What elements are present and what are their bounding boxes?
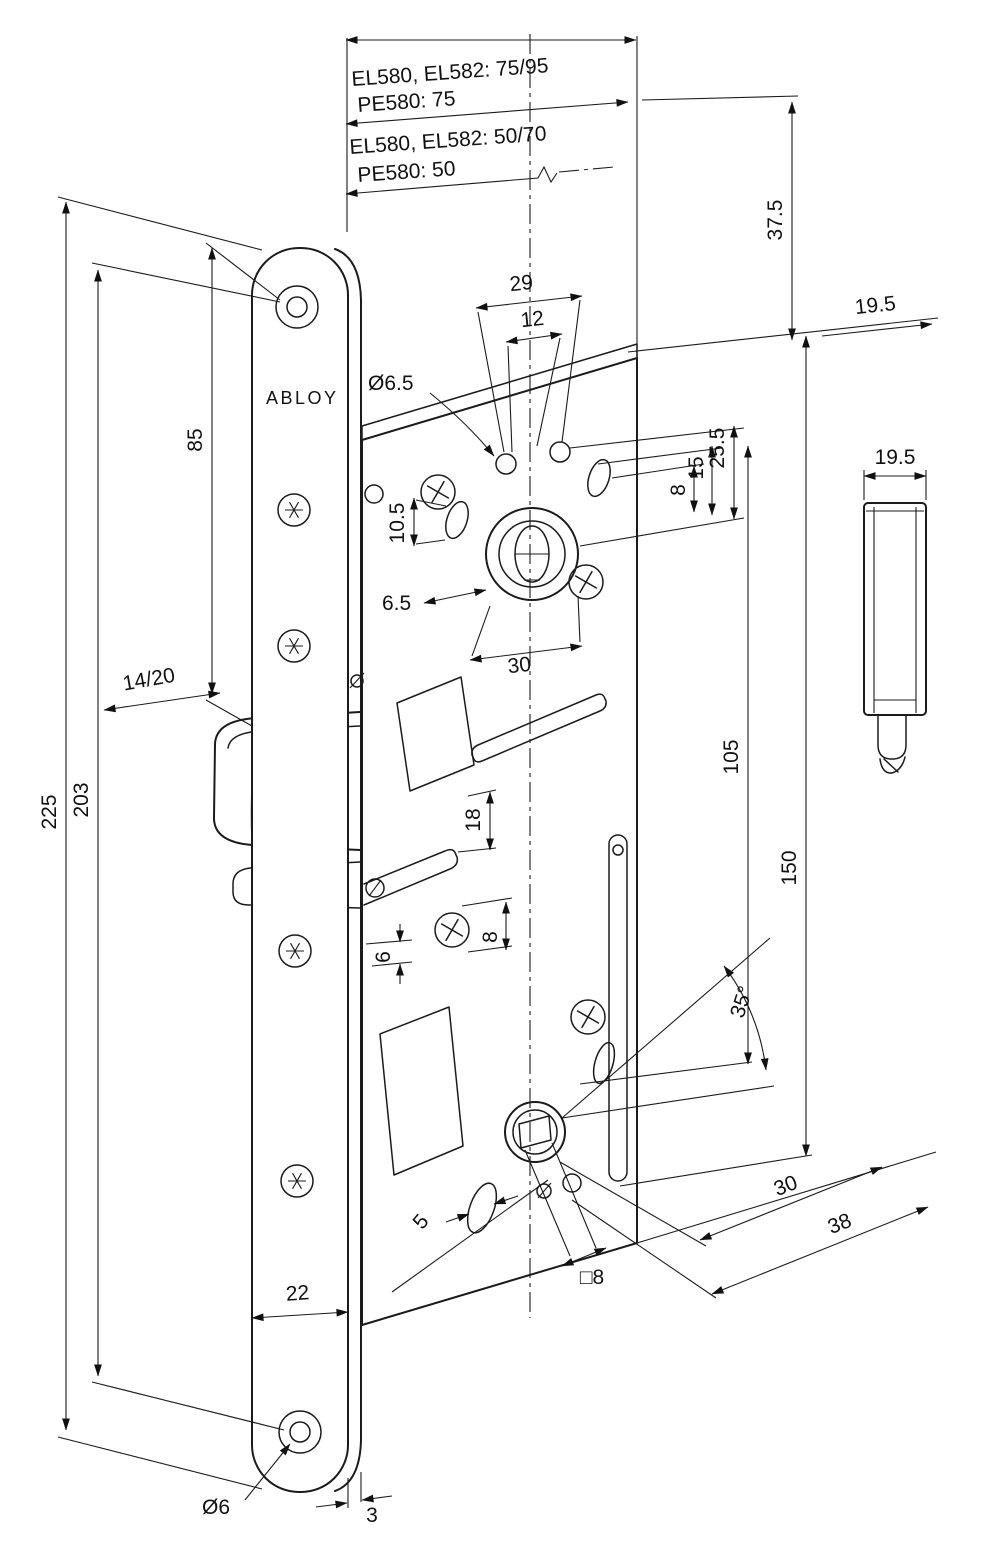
lower-cutout xyxy=(379,1006,464,1176)
dimension-case-top: 37.5 xyxy=(641,95,799,341)
lock-case xyxy=(349,343,638,1326)
dim-label-3: 3 xyxy=(366,1504,378,1527)
backset-label-3: EL580, EL582: 50/70 xyxy=(349,122,547,159)
oblong-hole-lower xyxy=(592,1041,616,1085)
centerlines xyxy=(346,34,939,1318)
oblong-hole-right xyxy=(587,458,611,498)
dimension-spindle-offsets: 30 38 xyxy=(559,1151,937,1299)
dimension-spindle-square: □8 xyxy=(524,1142,607,1289)
dim-label-dia6: Ø6 xyxy=(202,1496,230,1519)
dimension-angle-35: 35° xyxy=(561,937,775,1119)
dim-label-38: 38 xyxy=(825,1209,855,1239)
phillips-screw-middle xyxy=(434,912,470,948)
dimension-fixing-holes: 29 12 Ø6.5 xyxy=(368,271,583,457)
phillips-screw-lower xyxy=(570,999,606,1035)
fixing-hole-left xyxy=(495,453,517,475)
small-hole-upper xyxy=(364,484,384,504)
dim-label-8b: 8 xyxy=(479,931,502,943)
slotted-screw-hole xyxy=(365,878,385,898)
dim-label-25-5: 25.5 xyxy=(706,428,729,469)
oblong-hole-bottom xyxy=(466,1182,498,1234)
faceplate: ABLOY xyxy=(251,247,362,1493)
dimension-bottom-hole-dia: Ø6 xyxy=(202,1443,291,1519)
dimension-slot-width-5: 5 xyxy=(391,1179,549,1293)
brand-label: ABLOY xyxy=(266,388,339,408)
vertical-slot xyxy=(608,834,628,1182)
dimension-slot-spacing: 18 xyxy=(457,789,497,853)
dim-label-19-5b: 19.5 xyxy=(875,446,916,469)
aux-slot xyxy=(363,848,459,906)
dimension-faceplate-width: 22 xyxy=(251,1281,349,1322)
dim-label-203: 203 xyxy=(70,782,93,817)
dimension-bolt-width: 19.5 xyxy=(863,446,927,500)
dim-label-18: 18 xyxy=(462,808,485,831)
backset-label-2: PE580: 75 xyxy=(357,87,456,117)
bolt-housing xyxy=(863,502,927,716)
dimension-hole-spacing: 203 xyxy=(70,262,285,1431)
bolt-body xyxy=(877,714,907,760)
oblong-hole-left xyxy=(445,500,469,540)
backset-label-4: PE580: 50 xyxy=(357,157,456,187)
dim-label-dia6-5: Ø6.5 xyxy=(368,372,414,395)
dim-label-6: 6 xyxy=(372,951,395,963)
center-axis-extension xyxy=(627,317,939,353)
dimension-backset: EL580, EL582: 75/95 PE580: 75 EL580, EL5… xyxy=(345,36,637,197)
dimension-faceplate-thickness: 3 xyxy=(315,1472,393,1527)
dim-label-15: 15 xyxy=(685,456,708,479)
fixing-hole-right xyxy=(549,441,571,463)
faceplate-outline xyxy=(251,247,349,1493)
spindle-follower xyxy=(504,1101,566,1163)
dim-label-6-5: 6.5 xyxy=(382,592,411,615)
rect-slot-left xyxy=(396,676,475,792)
cylinder-hole xyxy=(485,507,579,601)
dim-label-10-5: 10.5 xyxy=(386,503,409,544)
spindle-square-hole xyxy=(518,1115,552,1149)
dim-label-29: 29 xyxy=(509,271,535,296)
dim-label-5: 5 xyxy=(408,1210,433,1234)
dim-label-37-5: 37.5 xyxy=(764,200,787,241)
phillips-screw-cylinder xyxy=(568,564,604,600)
dim-label-22: 22 xyxy=(285,1281,310,1306)
dim-label-85: 85 xyxy=(184,428,207,451)
dim-label-14-20: 14/20 xyxy=(121,664,177,696)
backset-label-1: EL580, EL582: 75/95 xyxy=(351,54,549,91)
dim-label-150: 150 xyxy=(778,850,801,885)
dimension-right-offsets: 8 15 25.5 xyxy=(569,425,745,547)
bolt-tip xyxy=(879,756,906,774)
dimension-aux-8: 8 xyxy=(461,897,513,953)
dim-label-12: 12 xyxy=(520,307,546,332)
dim-label-105: 105 xyxy=(720,739,743,774)
dim-label-19-5a: 19.5 xyxy=(854,292,897,319)
dimension-bolt-depth: 19.5 xyxy=(821,292,933,337)
dimension-faceplate-length: 225 xyxy=(38,196,263,1490)
thin-slot-long xyxy=(471,693,607,763)
dim-label-225: 225 xyxy=(38,794,61,829)
dimension-cylinder-edge: 6.5 xyxy=(382,588,487,615)
dim-label-30b: 30 xyxy=(771,1171,801,1201)
dimension-bolt-throw: 14/20 xyxy=(103,664,221,713)
dim-label-30a: 30 xyxy=(507,653,533,678)
dim-label-35deg: 35° xyxy=(726,983,758,1020)
dimension-cyl-to-spindle: 105 xyxy=(579,445,753,1085)
dimension-slot-height: 10.5 xyxy=(386,497,447,547)
dim-label-square8: □8 xyxy=(580,1266,604,1289)
dim-label-8a: 8 xyxy=(667,484,690,496)
strike-bolt-part xyxy=(863,502,927,774)
dimension-cylinder-width: 30 xyxy=(469,595,583,678)
dimension-aux-6: 6 xyxy=(365,924,413,984)
